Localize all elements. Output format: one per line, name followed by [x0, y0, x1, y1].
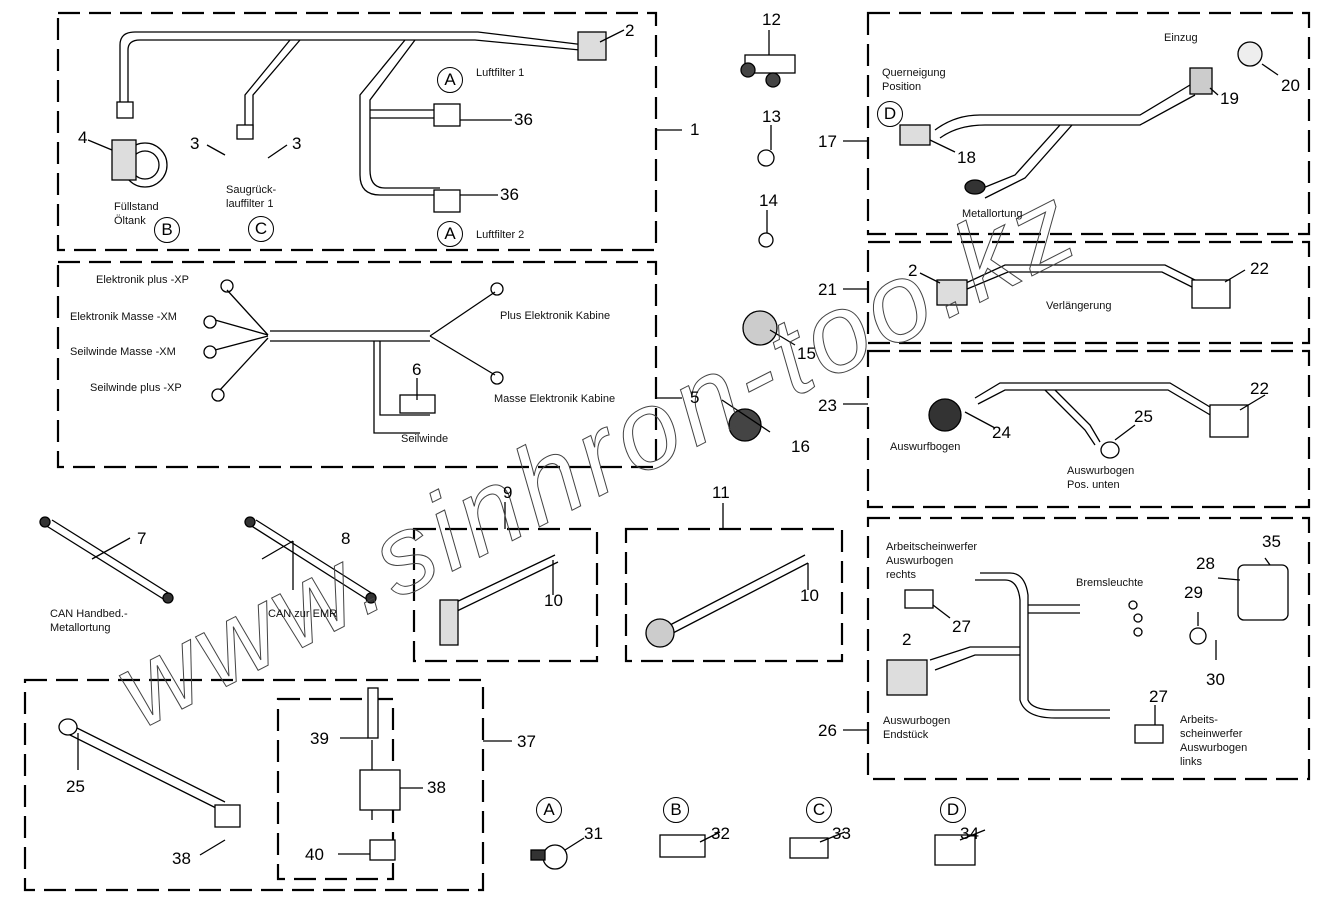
group-box-17	[866, 11, 1311, 236]
ref-circle-b: B	[663, 797, 689, 823]
group-box-9	[412, 527, 599, 663]
label-arbeitsscheinwerfer-links: Arbeits- scheinwerfer Auswurbogen links	[1180, 714, 1248, 768]
part-25: 25	[1134, 407, 1153, 426]
label-einzug: Einzug	[1164, 32, 1198, 44]
part-30: 30	[1206, 670, 1225, 689]
label-auswurfbogen: Auswurfbogen	[890, 441, 961, 453]
part-10: 10	[800, 586, 819, 605]
ref-circle-d: D	[940, 797, 966, 823]
callout-23: 23	[818, 396, 837, 415]
label-can-zur-emr: CAN zur EMR	[268, 608, 338, 620]
part-4: 4	[78, 128, 88, 147]
part-8: 8	[341, 529, 351, 548]
part-29: 29	[1184, 583, 1203, 602]
group-box-21	[866, 240, 1311, 345]
ref-circle-a: A	[536, 797, 562, 823]
part-33: 33	[832, 824, 851, 843]
label-arbeitscheinwerfer-rechts: Arbeitscheinwerfer Auswurbogen rechts	[886, 541, 978, 581]
part-16: 16	[791, 437, 810, 456]
part-32: 32	[711, 824, 730, 843]
part-19: 19	[1220, 89, 1239, 108]
callout-11: 11	[712, 483, 730, 502]
label-can-handbed: CAN Handbed.- Metallortung	[50, 608, 128, 634]
part-25: 25	[66, 777, 85, 796]
ref-circle-c: C	[248, 216, 274, 242]
label-seilwinde: Seilwinde	[401, 433, 449, 445]
label-seilwinde-masse: Seilwinde Masse -XM	[70, 346, 176, 358]
part-22: 22	[1250, 379, 1269, 398]
group-box-1	[56, 11, 658, 252]
label-bremsleuchte: Bremsleuchte	[1076, 577, 1144, 589]
label-metallortung: Metallortung	[962, 208, 1023, 220]
part-14: 14	[759, 191, 778, 210]
part-10: 10	[544, 591, 563, 610]
label-auswurbogen-pos-unten: Auswurbogen Pos. unten	[1067, 465, 1135, 491]
part-28: 28	[1196, 554, 1215, 573]
label-saugrueck: Saugrück- lauffilter 1	[226, 184, 277, 210]
part-13: 13	[762, 107, 781, 126]
part-18: 18	[957, 148, 976, 167]
part-35: 35	[1262, 532, 1281, 551]
part-3: 3	[292, 134, 302, 153]
label-luftfilter-1: Luftfilter 1	[476, 67, 525, 79]
part-27: 27	[952, 617, 971, 636]
part-6: 6	[412, 360, 422, 379]
part-40: 40	[305, 845, 324, 864]
part-34: 34	[960, 824, 979, 843]
label-fuellstand: Füllstand Öltank	[114, 201, 159, 227]
ref-circle-a: A	[437, 221, 463, 247]
ref-circle-c: C	[806, 797, 832, 823]
group-box-23	[866, 349, 1311, 509]
callout-17: 17	[818, 132, 837, 151]
part-2: 2	[902, 630, 912, 649]
part-36: 36	[514, 110, 533, 129]
label-elektronik-plus: Elektronik plus -XP	[96, 274, 189, 286]
ref-circle-a: A	[437, 67, 463, 93]
label-plus-elektronik-kabine: Plus Elektronik Kabine	[500, 310, 611, 322]
group-box-26	[866, 516, 1311, 781]
callout-1: 1	[690, 120, 700, 139]
part-24: 24	[992, 423, 1011, 442]
part-38: 38	[172, 849, 191, 868]
callout-9: 9	[503, 483, 513, 502]
callout-5: 5	[690, 388, 700, 407]
group-box-11	[624, 527, 844, 663]
part-15: 15	[797, 344, 816, 363]
callout-26: 26	[818, 721, 837, 740]
part-7: 7	[137, 529, 147, 548]
label-seilwinde-plus: Seilwinde plus -XP	[90, 382, 182, 394]
callout-37: 37	[517, 732, 536, 751]
label-elektronik-masse: Elektronik Masse -XM	[70, 311, 177, 323]
label-querneigung: Querneigung Position	[882, 67, 946, 93]
label-verlaengerung: Verlängerung	[1046, 300, 1112, 312]
part-31: 31	[584, 824, 603, 843]
group-box-5	[56, 260, 658, 469]
part-27: 27	[1149, 687, 1168, 706]
part-22: 22	[1250, 259, 1269, 278]
part-2: 2	[625, 21, 635, 40]
part-36: 36	[500, 185, 519, 204]
ref-circle-b: B	[154, 217, 180, 243]
label-luftfilter-2: Luftfilter 2	[476, 229, 525, 241]
part-20: 20	[1281, 76, 1300, 95]
callout-21: 21	[818, 280, 837, 299]
ref-circle-d: D	[877, 101, 903, 127]
part-2: 2	[908, 261, 918, 280]
label-auswurbogen-endstueck: Auswurbogen Endstück	[883, 715, 951, 741]
group-box-37	[23, 678, 485, 892]
part-12: 12	[762, 10, 781, 29]
part-38: 38	[427, 778, 446, 797]
label-masse-elektronik-kabine: Masse Elektronik Kabine	[494, 393, 616, 405]
part-3: 3	[190, 134, 200, 153]
part-39: 39	[310, 729, 329, 748]
